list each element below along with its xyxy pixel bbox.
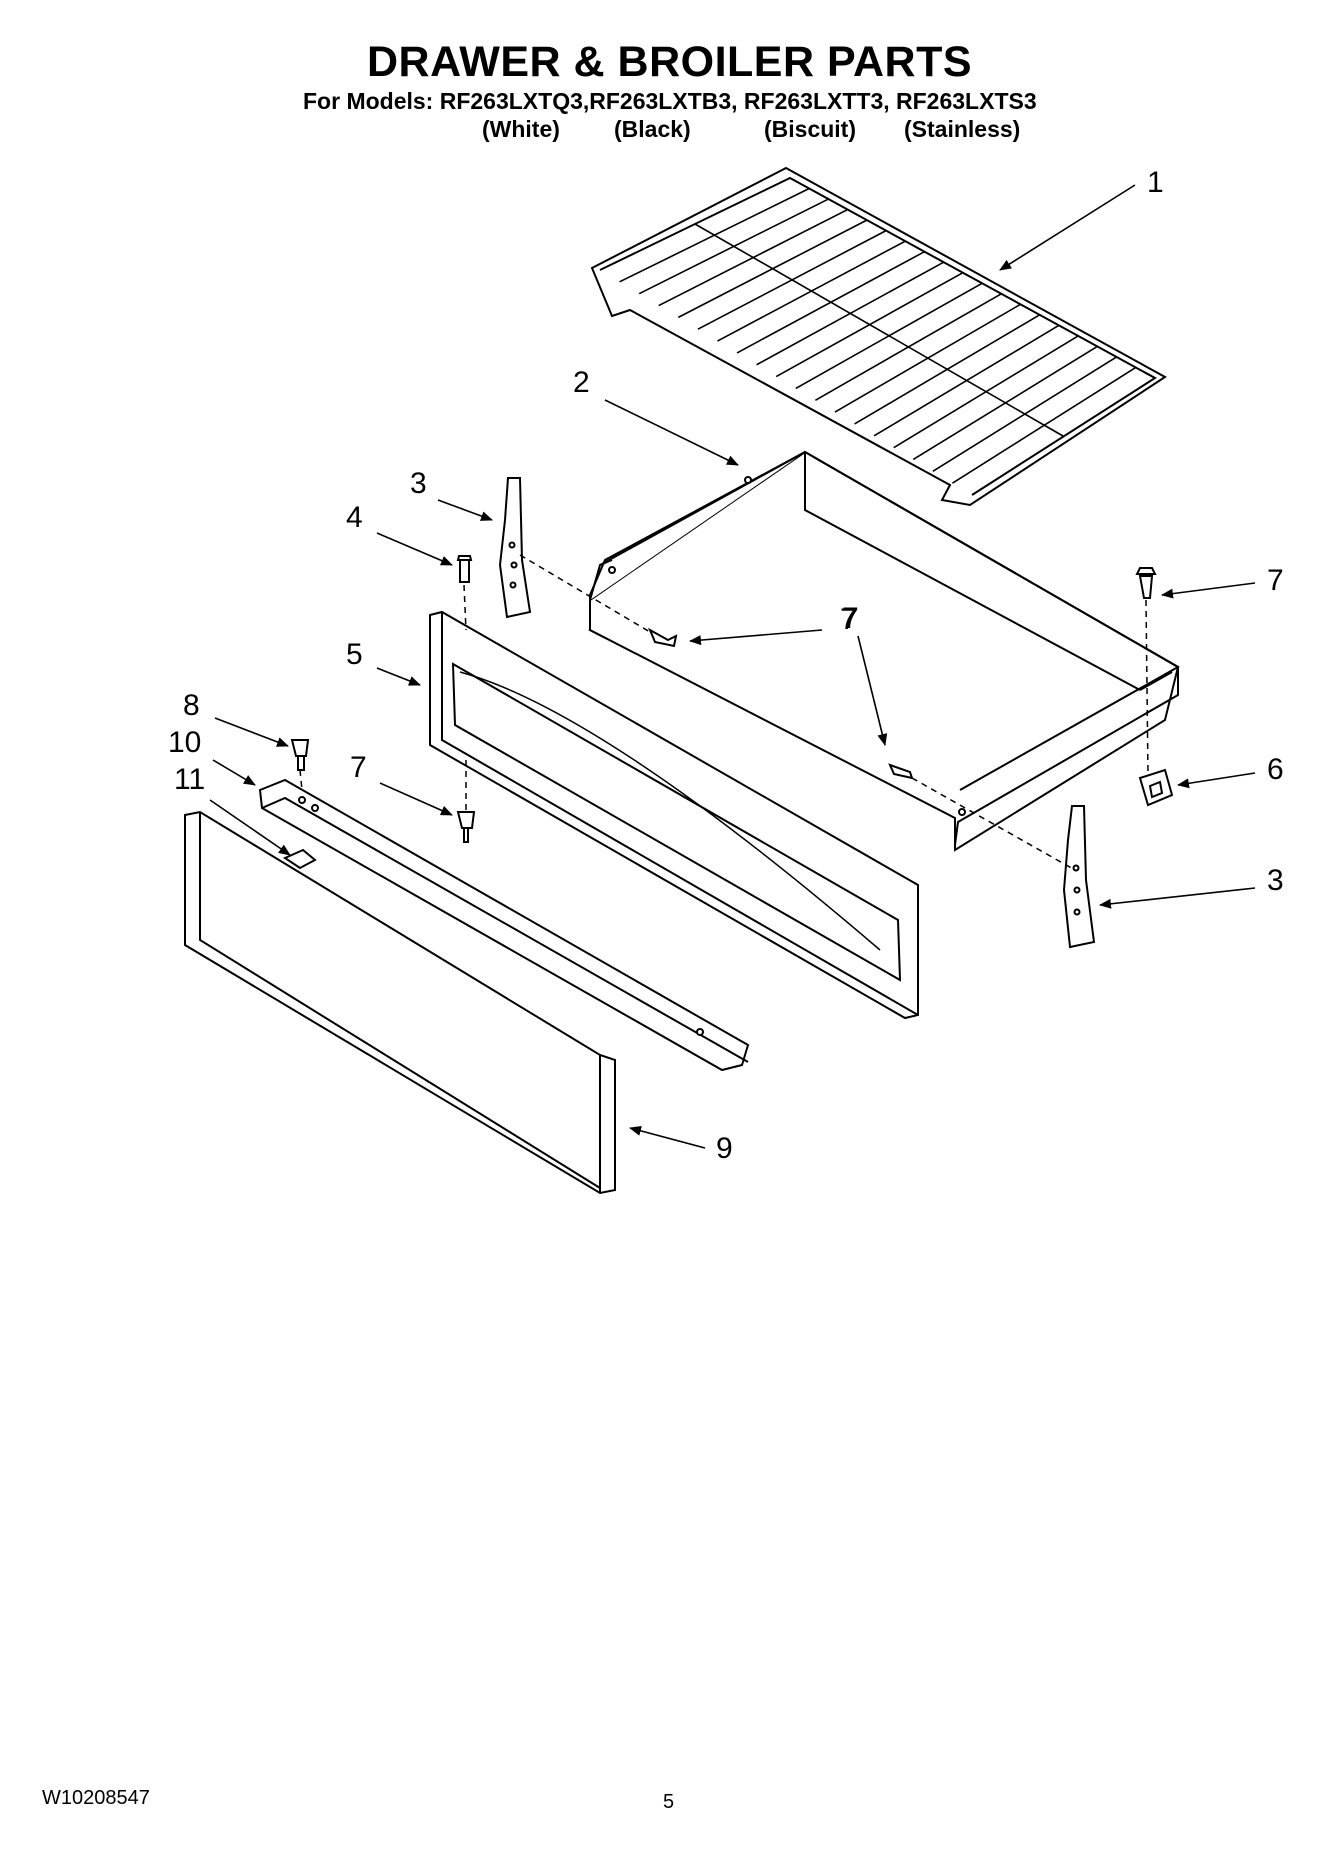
callout-leader (689, 629, 823, 646)
panel-bracket (258, 778, 750, 1072)
callout-label: 7 (1267, 564, 1284, 597)
drawer-clip (1138, 768, 1174, 807)
callout-leader (1161, 582, 1256, 599)
broiler-drawer (588, 450, 1180, 852)
assembly-lines (299, 554, 1149, 871)
callout-label: 4 (346, 501, 363, 534)
outer-drawer-panel (184, 810, 616, 1195)
drawer-glide-right (1062, 805, 1096, 949)
callout-leader (209, 799, 291, 856)
callout-leader (437, 499, 493, 521)
callout-label: 3 (1267, 864, 1284, 897)
color-label-stainless: (Stainless) (904, 116, 1021, 142)
callout-label: 7 (840, 603, 857, 636)
callout-label: 10 (168, 726, 201, 759)
color-label-white: (White) (482, 116, 560, 142)
color-label-biscuit: (Biscuit) (764, 116, 856, 142)
callout-label: 9 (716, 1132, 733, 1165)
callout-leader (1177, 772, 1256, 789)
callout-label: 8 (183, 689, 200, 722)
screw-left-drawer (647, 627, 678, 648)
screw-right-top (1135, 567, 1157, 599)
callout-label: 3 (410, 467, 427, 500)
callout-leader (629, 1126, 706, 1149)
callout-leader (376, 667, 421, 686)
callout-label: 7 (842, 602, 859, 635)
doc-number: W10208547 (42, 1787, 150, 1809)
drawer-glide-left (498, 477, 532, 619)
stud-part (456, 555, 473, 583)
callout-leader (857, 635, 888, 746)
grid-center-rod (694, 223, 1064, 437)
callout-label: 2 (573, 366, 590, 399)
callout-label: 5 (346, 638, 363, 671)
color-label-black: (Black) (614, 116, 691, 142)
callout-leader (379, 782, 453, 816)
page-title: DRAWER & BROILER PARTS (366, 38, 973, 86)
callout-leader (1099, 887, 1256, 909)
drawer-front-panel (429, 610, 919, 1020)
callout-label: 6 (1267, 753, 1284, 786)
callout-leader (999, 184, 1136, 271)
broiler-pan-grid (590, 166, 1167, 507)
callout-label: 11 (174, 763, 205, 796)
screw-bracket (290, 739, 310, 771)
callout-leader (214, 717, 289, 747)
clip-part (282, 848, 317, 870)
callout-leader (604, 399, 739, 466)
screw-panel (456, 811, 476, 843)
callout-leader (212, 759, 256, 786)
callout-label: 7 (350, 751, 367, 784)
page-number: 5 (663, 1791, 675, 1813)
callout-label: 1 (1147, 166, 1164, 199)
callout-leader (376, 532, 453, 566)
models-line: For Models: RF263LXTQ3,RF263LXTB3, RF263… (303, 88, 1037, 114)
